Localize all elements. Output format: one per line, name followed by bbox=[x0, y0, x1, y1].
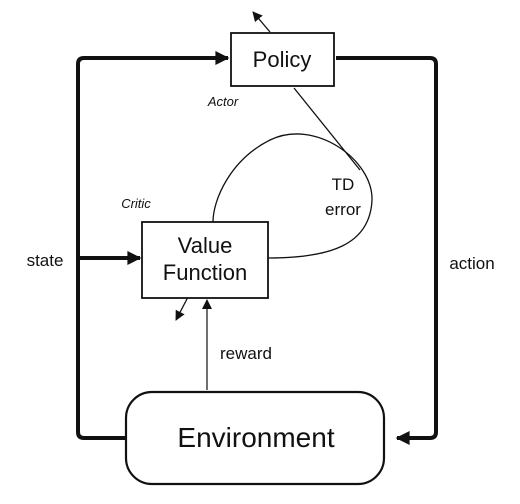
td-label-line1: TD bbox=[332, 175, 355, 194]
critic-label: Critic bbox=[121, 196, 151, 211]
td-error-to-policy-line bbox=[293, 87, 361, 171]
value-label-line1: Value bbox=[178, 233, 233, 258]
reward-label: reward bbox=[220, 344, 272, 363]
state-wire-left bbox=[76, 51, 230, 440]
actor-label: Actor bbox=[207, 94, 239, 109]
policy-box bbox=[230, 32, 335, 87]
td-label-line2: error bbox=[325, 200, 361, 219]
policy-update-arrow bbox=[252, 11, 271, 33]
action-label: action bbox=[449, 254, 494, 273]
environment-box bbox=[124, 390, 386, 486]
environment-label: Environment bbox=[177, 422, 334, 453]
value-update-arrow bbox=[175, 296, 189, 321]
policy-label: Policy bbox=[253, 47, 312, 72]
value-function-box bbox=[141, 221, 269, 299]
state-label: state bbox=[27, 251, 64, 270]
value-label-line2: Function bbox=[163, 260, 247, 285]
action-wire-right bbox=[336, 56, 438, 445]
